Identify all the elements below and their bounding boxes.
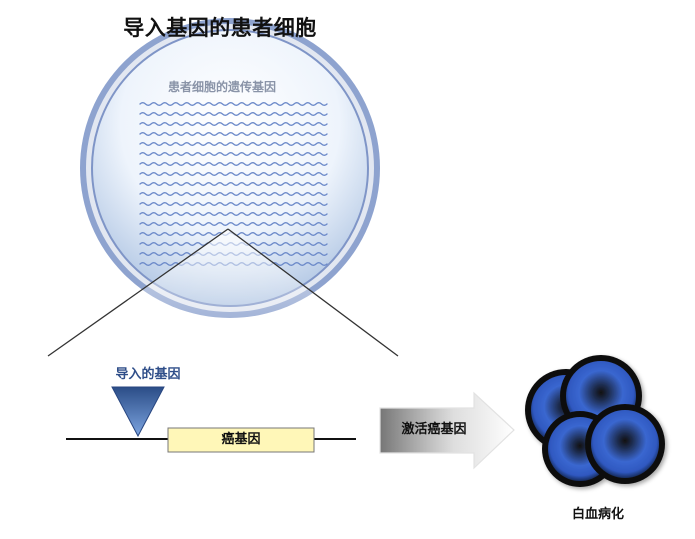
genome-wave-line: [139, 202, 328, 206]
genome-wave-line: [139, 152, 328, 156]
inserted-gene-label: 导入的基因: [115, 367, 181, 382]
leukemia-label: 白血病化: [571, 507, 624, 522]
genome-wave-line: [139, 132, 328, 136]
oncogene-label: 癌基因: [221, 432, 261, 447]
genome-wave-line: [139, 122, 328, 126]
genome-wave-line: [139, 212, 328, 216]
patient-genome-label: 患者细胞的遗传基因: [167, 80, 276, 94]
genome-wave-line: [139, 142, 328, 146]
genome-wave-line: [139, 222, 328, 226]
leukemia-cell-cluster: [525, 355, 665, 487]
zoom-line-left: [47, 228, 229, 357]
oncogene-box: [167, 427, 315, 453]
zoom-line-right: [227, 228, 399, 357]
leukemia-cell-icon: [585, 404, 665, 484]
magnification-wedge: [48, 229, 398, 356]
genome-wave-line: [139, 102, 328, 106]
activation-label: 激活癌基因: [401, 422, 467, 437]
genome-wave-line: [139, 172, 328, 176]
genome-wave-line: [139, 182, 328, 186]
activation-arrow-icon: [379, 391, 515, 470]
genome-wave-line: [139, 112, 328, 116]
genome-wave-line: [139, 162, 328, 166]
genome-wave-line: [139, 192, 328, 196]
diagram-title: 导入基因的患者细胞: [123, 16, 317, 40]
inserted-gene-triangle-icon: [111, 386, 165, 438]
